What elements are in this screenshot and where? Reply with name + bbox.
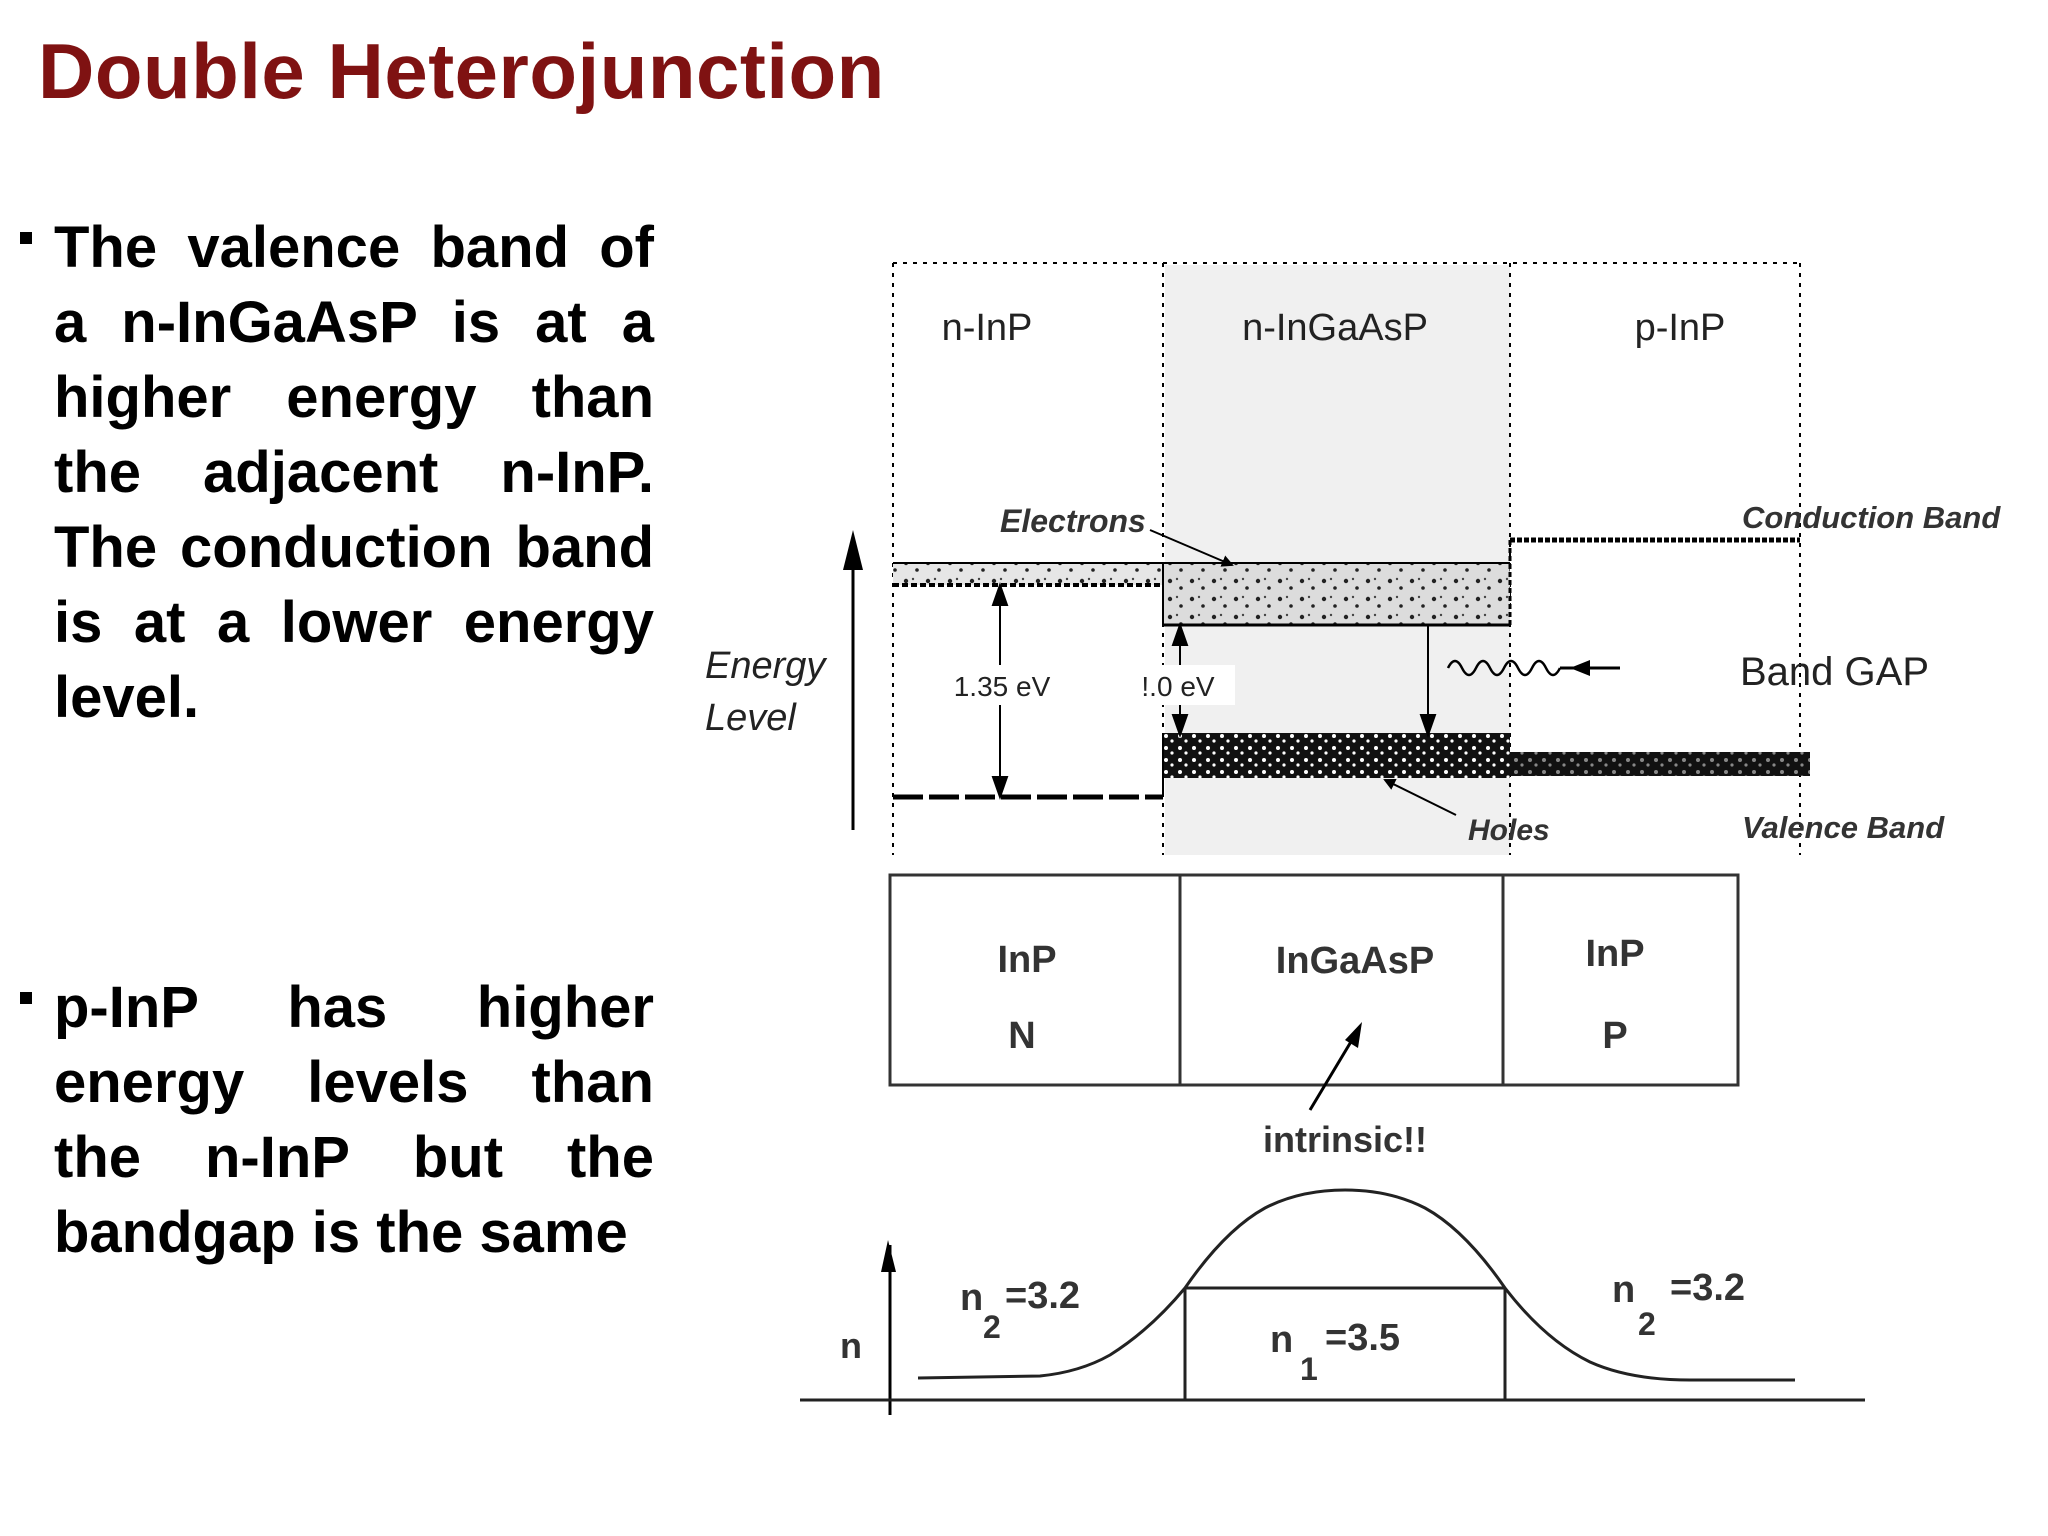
region-label-p-inp: p-InP (1635, 307, 1726, 349)
index-axis-label: n (840, 1325, 862, 1366)
valence-band-label: Valence Band (1742, 810, 1945, 845)
bullet-marker (20, 992, 32, 1004)
n-cladding-right-subscript: 2 (1638, 1306, 1656, 1342)
intrinsic-pointer (1308, 1029, 1360, 1111)
n-core-subscript: 1 (1300, 1351, 1318, 1387)
layer-type-p: P (1602, 1015, 1627, 1057)
layer-stack: InP N InGaAsP InP P intrinsic!! (888, 873, 1740, 1160)
photon-arrow-head-icon (1570, 660, 1590, 676)
slide-title: Double Heterojunction (38, 27, 885, 115)
gap-label-bg (1135, 665, 1235, 705)
energy-axis-arrow-icon (843, 530, 863, 570)
conduction-band (893, 537, 1800, 627)
bullet-marker (20, 232, 32, 244)
gap-label-bg (940, 665, 1065, 705)
bullet-text: The valence band of a n-InGaAsP is at a … (54, 215, 654, 730)
energy-axis-label: Energy (705, 645, 827, 687)
index-profile: n n 2 =3.2 n 1 =3.5 n 2 =3.2 (800, 1188, 1865, 1415)
valence-band (893, 733, 1810, 800)
gap-label-ingaasp: !.0 eV (1141, 671, 1214, 702)
region-label-n-ingaasp: n-InGaAsP (1242, 307, 1428, 349)
n-cladding-left-value: =3.2 (1005, 1275, 1080, 1317)
photon-wave-icon (1446, 659, 1562, 677)
n-cladding-left-symbol: n (960, 1277, 983, 1319)
conduction-band-label: Conduction Band (1742, 500, 2001, 535)
intrinsic-pointer-head-icon (1345, 1022, 1362, 1048)
gap-label-inp: 1.35 eV (954, 671, 1051, 702)
n-cladding-right-symbol: n (1612, 1269, 1635, 1311)
band-diagram: n-InP n-InGaAsP p-InP Energy Level (705, 262, 2001, 855)
n-cladding-right-value: =3.2 (1670, 1267, 1745, 1309)
electrons-label: Electrons (1000, 503, 1146, 539)
holes-label: Holes (1468, 814, 1550, 847)
index-axis-arrow-icon (881, 1240, 896, 1272)
layer-material-core: InGaAsP (1276, 940, 1434, 982)
region-label-n-inp: n-InP (942, 307, 1033, 349)
layer-type-n: N (1008, 1015, 1035, 1057)
layer-stack-frame (888, 873, 1740, 1087)
layer-material-n: InP (997, 939, 1056, 981)
index-curve (917, 1188, 1795, 1400)
bullet-text: p-InP has higher energy levels than the … (54, 975, 654, 1265)
holes-pointer (1383, 779, 1457, 816)
n-core-value: =3.5 (1325, 1317, 1400, 1359)
electrons-pointer (1149, 529, 1234, 567)
n-core-symbol: n (1270, 1319, 1293, 1361)
intrinsic-label: intrinsic!! (1263, 1119, 1427, 1160)
layer-material-p: InP (1585, 933, 1644, 975)
energy-axis-label-2: Level (705, 697, 797, 739)
band-gap-label: Band GAP (1740, 650, 1929, 694)
n-cladding-left-subscript: 2 (983, 1309, 1001, 1345)
